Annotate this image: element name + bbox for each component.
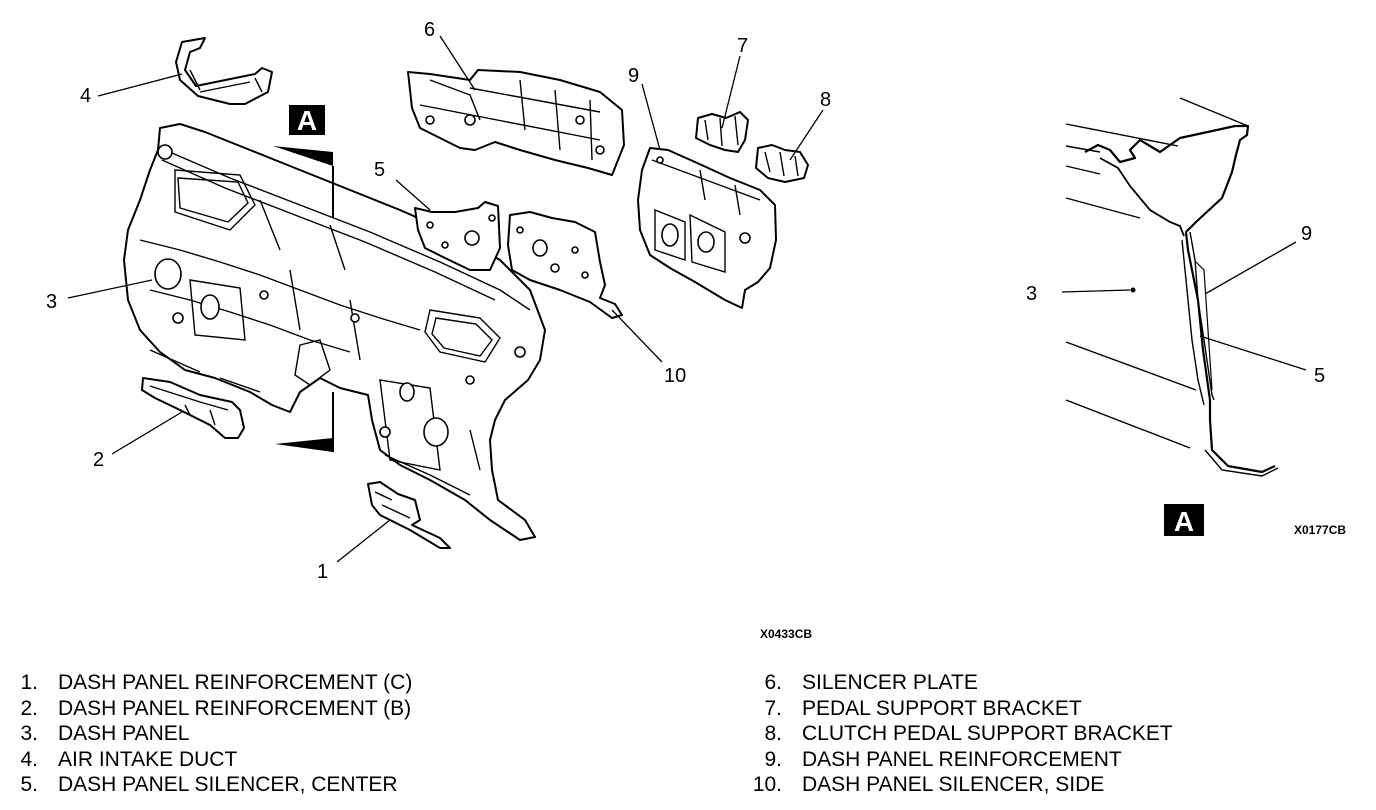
callout-6: 6 <box>424 19 435 41</box>
legend-left: 1. DASH PANEL REINFORCEMENT (C) 2. DASH PA… <box>0 670 412 798</box>
legend-number: 10. <box>752 773 782 796</box>
figure-code-detail: X0177CB <box>1294 523 1346 537</box>
legend-text: DASH PANEL <box>58 722 190 745</box>
legend-number: 7. <box>764 696 782 720</box>
legend-text: SILENCER PLATE <box>802 671 978 694</box>
legend-right: 6. SILENCER PLATE 7. PEDAL SUPPORT BRACKET… <box>742 670 1173 798</box>
callout-2: 2 <box>93 449 104 471</box>
view-a-badge-main-label: A <box>297 105 317 136</box>
detail-callout-5: 5 <box>1314 365 1325 387</box>
legend-number: 8. <box>764 722 782 745</box>
callout-3: 3 <box>46 291 57 313</box>
dash-panel-drawing <box>123 123 546 541</box>
legend-text: CLUTCH PEDAL SUPPORT BRACKET <box>802 722 1173 745</box>
legend-item: 5. DASH PANEL SILENCER, CENTER <box>0 772 412 798</box>
view-a-badge-main: A <box>289 105 325 136</box>
legend-item: 3. DASH PANEL <box>0 721 412 747</box>
dash-panel-silencer-side-drawing <box>507 211 623 319</box>
legend-item: 7. PEDAL SUPPORT BRACKET <box>742 696 1173 722</box>
legend-number: 1. <box>20 671 38 694</box>
legend-text: AIR INTAKE DUCT <box>58 747 238 771</box>
legend-text: DASH PANEL SILENCER, CENTER <box>58 773 398 796</box>
callout-5: 5 <box>374 159 385 181</box>
pedal-support-bracket-drawing <box>695 111 749 153</box>
legend-number: 9. <box>764 747 782 771</box>
dash-panel-reinforcement-b-drawing <box>141 377 245 439</box>
callout-8: 8 <box>820 89 831 111</box>
callout-7: 7 <box>737 35 748 57</box>
legend-text: DASH PANEL SILENCER, SIDE <box>802 773 1105 796</box>
legend-item: 2. DASH PANEL REINFORCEMENT (B) <box>0 696 412 722</box>
dash-panel-reinforcement-c-drawing <box>367 481 451 549</box>
callout-4: 4 <box>80 85 91 107</box>
detail-callout-3: 3 <box>1026 283 1037 305</box>
legend-item: 8. CLUTCH PEDAL SUPPORT BRACKET <box>742 721 1173 747</box>
detail-callout-9: 9 <box>1301 223 1312 245</box>
legend-text: DASH PANEL REINFORCEMENT (B) <box>58 696 412 720</box>
leader-lines <box>67 35 824 563</box>
legend-number: 6. <box>764 671 782 694</box>
callout-numbers: 1 2 3 4 5 6 7 8 9 10 <box>46 19 831 583</box>
legend-item: 9. DASH PANEL REINFORCEMENT <box>742 747 1173 773</box>
legend-item: 10. DASH PANEL SILENCER, SIDE <box>742 772 1173 798</box>
clutch-pedal-support-bracket-drawing <box>755 144 809 183</box>
legend-number: 4. <box>20 747 38 771</box>
legend-text: PEDAL SUPPORT BRACKET <box>802 696 1082 720</box>
silencer-plate-drawing <box>407 69 625 176</box>
legend-text: DASH PANEL REINFORCEMENT <box>802 747 1122 771</box>
legend-item: 6. SILENCER PLATE <box>742 670 1173 696</box>
legend-item: 1. DASH PANEL REINFORCEMENT (C) <box>0 670 412 696</box>
legend-number: 5. <box>20 773 38 796</box>
legend-number: 2. <box>20 696 38 720</box>
callout-10: 10 <box>664 365 686 387</box>
view-a-badge-detail: A <box>1164 504 1204 537</box>
legend-number: 3. <box>20 722 38 745</box>
view-a-badge-detail-label: A <box>1174 506 1194 537</box>
section-view-a-detail: 3 9 5 <box>1026 97 1325 477</box>
figure-code-main: X0433CB <box>760 627 812 641</box>
air-intake-duct-drawing <box>175 37 273 105</box>
dash-panel-silencer-center-drawing <box>414 201 501 271</box>
section-cut-markers <box>273 146 334 452</box>
legend-text: DASH PANEL REINFORCEMENT (C) <box>58 671 413 694</box>
callout-1: 1 <box>317 561 328 583</box>
dash-panel-reinforcement-drawing <box>637 147 777 309</box>
callout-9: 9 <box>628 65 639 87</box>
legend-item: 4. AIR INTAKE DUCT <box>0 747 412 773</box>
